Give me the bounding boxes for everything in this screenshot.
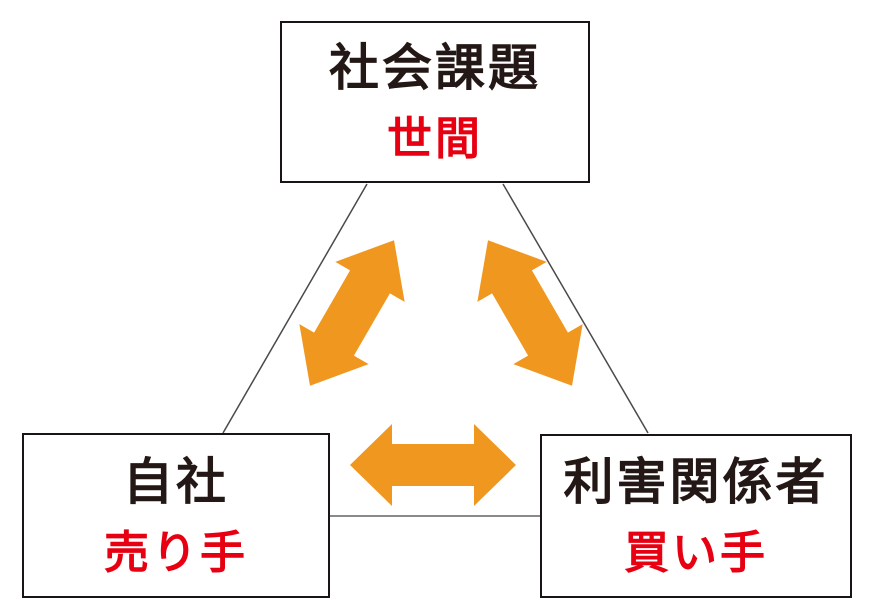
node-title: 社会課題 xyxy=(329,40,541,96)
node-social-issue: 社会課題 世間 xyxy=(280,21,590,183)
triangle-edge-right xyxy=(502,183,649,434)
double-arrow-top-right-icon xyxy=(477,240,583,386)
node-subtitle: 買い手 xyxy=(623,527,768,578)
triangle-edge-left xyxy=(222,183,368,434)
node-title: 利害関係者 xyxy=(563,454,829,510)
node-subtitle: 売り手 xyxy=(103,526,248,578)
node-own-company: 自社 売り手 xyxy=(22,433,330,598)
node-subtitle: 世間 xyxy=(386,113,483,164)
node-title: 自社 xyxy=(123,453,229,510)
node-stakeholders: 利害関係者 買い手 xyxy=(540,434,852,598)
double-arrow-top-left-icon xyxy=(299,240,405,386)
double-arrow-bottom-icon xyxy=(350,424,516,506)
